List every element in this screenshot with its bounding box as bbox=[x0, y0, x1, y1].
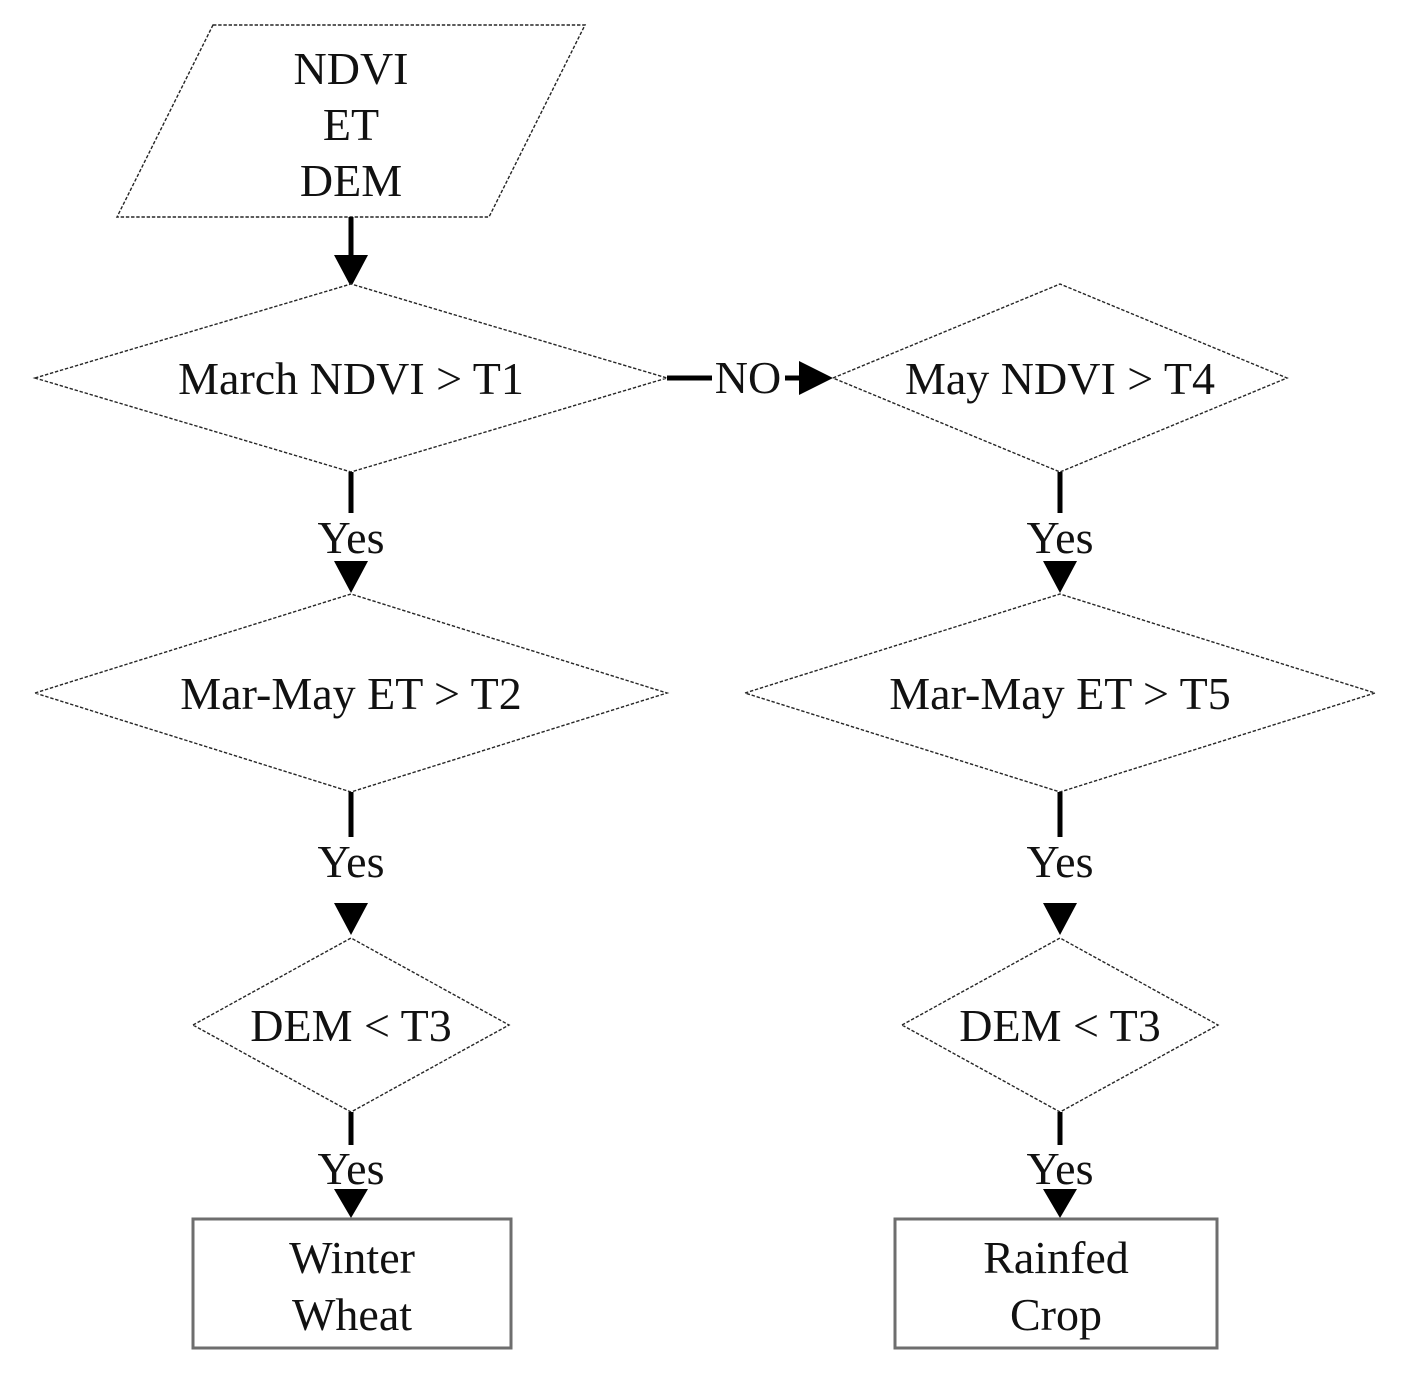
down-arrowhead-icon bbox=[334, 561, 368, 593]
down-arrowhead-icon bbox=[334, 1189, 368, 1218]
input-line-ndvi: NDVI bbox=[294, 43, 409, 94]
decision-dem-t3-left-label: DEM < T3 bbox=[250, 1000, 451, 1051]
decision-march-ndvi-t1-label: March NDVI > T1 bbox=[178, 353, 524, 404]
yes-label-right-1: Yes bbox=[1027, 512, 1094, 563]
terminal-winter-wheat-line1: Winter bbox=[289, 1232, 415, 1283]
decision-mar-may-et-t2 bbox=[32, 593, 670, 793]
terminal-rainfed-crop-line1: Rainfed bbox=[983, 1232, 1129, 1283]
right-arrowhead-icon bbox=[799, 361, 833, 395]
down-arrowhead-icon bbox=[1043, 561, 1077, 593]
decision-mar-may-et-t5 bbox=[742, 593, 1378, 793]
yes-label-right-2: Yes bbox=[1027, 836, 1094, 887]
decision-mar-may-et-t2-label: Mar-May ET > T2 bbox=[180, 668, 521, 719]
decision-dem-t3-left bbox=[191, 937, 511, 1113]
input-parallelogram bbox=[115, 24, 587, 218]
yes-label-left-2: Yes bbox=[318, 836, 385, 887]
yes-label-left-3: Yes bbox=[318, 1143, 385, 1194]
down-arrowhead-icon bbox=[1043, 903, 1077, 935]
decision-may-ndvi-t4-label: May NDVI > T4 bbox=[905, 353, 1215, 404]
yes-label-right-3: Yes bbox=[1027, 1143, 1094, 1194]
terminal-rainfed-crop bbox=[893, 1217, 1219, 1350]
decision-march-ndvi-t1 bbox=[32, 283, 670, 473]
yes-label-left-1: Yes bbox=[318, 512, 385, 563]
decision-mar-may-et-t5-label: Mar-May ET > T5 bbox=[889, 668, 1230, 719]
decision-may-ndvi-t4 bbox=[831, 283, 1289, 473]
terminal-winter-wheat-line2: Wheat bbox=[292, 1289, 412, 1340]
input-line-dem: DEM bbox=[300, 155, 402, 206]
down-arrowhead-icon bbox=[334, 255, 368, 287]
input-line-et: ET bbox=[323, 99, 379, 150]
down-arrowhead-icon bbox=[1043, 1189, 1077, 1218]
no-label: NO bbox=[715, 352, 781, 403]
down-arrowhead-icon bbox=[334, 903, 368, 935]
decision-dem-t3-right bbox=[900, 937, 1220, 1113]
terminal-rainfed-crop-line2: Crop bbox=[1010, 1289, 1102, 1340]
terminal-winter-wheat bbox=[191, 1217, 513, 1350]
decision-dem-t3-right-label: DEM < T3 bbox=[959, 1000, 1160, 1051]
